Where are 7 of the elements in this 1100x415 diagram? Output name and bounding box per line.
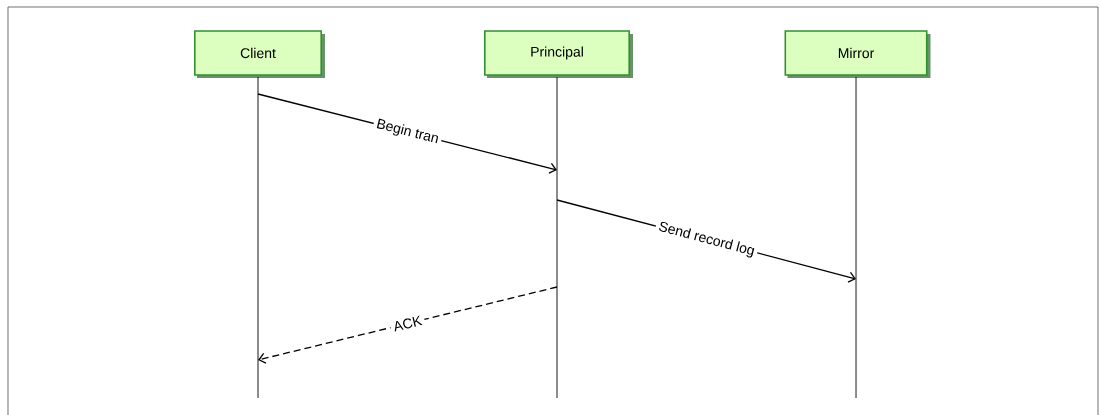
lifeline-box: Principal <box>484 30 633 78</box>
lifeline-box: Client <box>194 30 325 78</box>
lifeline-box: Mirror <box>784 30 931 78</box>
edge-label: Begin tran <box>371 114 444 150</box>
edge-label: ACK <box>388 311 427 336</box>
edge-label: Send record log <box>653 216 760 263</box>
arrow <box>258 286 558 364</box>
